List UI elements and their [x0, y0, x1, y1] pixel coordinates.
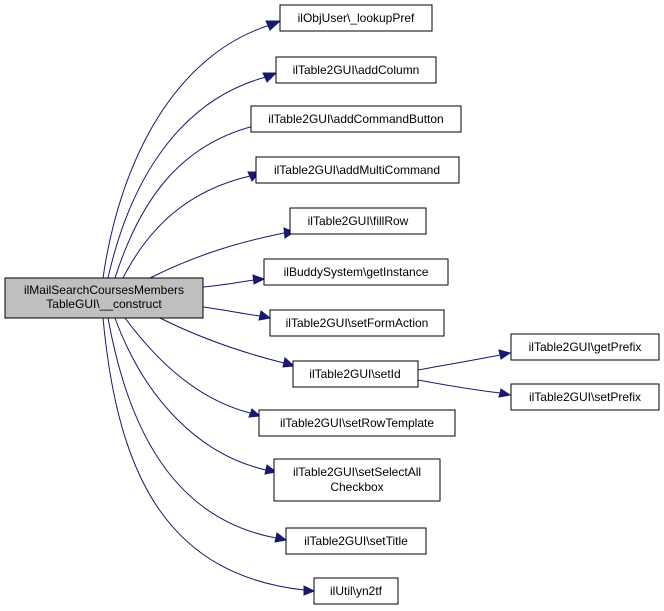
edge-root-addcolumn-arrow: [262, 72, 278, 83]
edge-root-lookuppref-arrow: [265, 20, 282, 31]
edge-root-setrowtemplate-arrow: [248, 408, 262, 418]
node-settitle-label: ilTable2GUI\setTitle: [304, 534, 408, 548]
edge-root-addmulticommand: [122, 175, 251, 279]
node-fillrow-label: ilTable2GUI\fillRow: [308, 214, 409, 228]
node-addmulticommand[interactable]: ilTable2GUI\addMultiCommand: [255, 156, 460, 184]
node-addcolumn-label: ilTable2GUI\addColumn: [293, 63, 420, 77]
edge-root-lookuppref: [102, 24, 271, 279]
edge-root-settitle: [107, 317, 277, 539]
node-yn2tf-label: ilUtil\yn2tf: [330, 584, 383, 598]
node-setformaction-label: ilTable2GUI\setFormAction: [286, 316, 429, 330]
edge-root-getinstance-arrow: [252, 274, 266, 285]
edge-setid-setprefix-arrow: [498, 388, 512, 398]
edge-root-setselectall-arrow: [264, 464, 278, 475]
edge-root-setformaction: [202, 306, 261, 317]
node-getinstance-label: ilBuddySystem\getInstance: [284, 265, 429, 279]
edge-setid-getprefix: [417, 354, 501, 371]
node-setrowtemplate-label: ilTable2GUI\setRowTemplate: [280, 416, 434, 430]
node-setselectall-label-line2: Checkbox: [330, 480, 383, 494]
node-lookuppref[interactable]: ilObjUser\_lookupPref: [279, 4, 433, 32]
node-addcommandbutton[interactable]: ilTable2GUI\addCommandButton: [250, 105, 462, 133]
node-addcolumn[interactable]: ilTable2GUI\addColumn: [275, 56, 437, 84]
edge-root-fillrow-arrow: [283, 227, 296, 239]
edge-root-setid-arrow: [282, 357, 296, 368]
node-getinstance[interactable]: ilBuddySystem\getInstance: [263, 258, 449, 286]
node-setselectall-label-line1: ilTable2GUI\setSelectAll: [293, 465, 421, 479]
root-node[interactable]: ilMailSearchCoursesMembers TableGUI\__co…: [4, 277, 204, 319]
root-node-label-line1: ilMailSearchCoursesMembers: [24, 283, 184, 297]
edge-setid-getprefix-arrow: [498, 349, 512, 360]
edge-setid-setprefix: [417, 379, 501, 394]
node-settitle[interactable]: ilTable2GUI\setTitle: [285, 527, 427, 555]
node-addcommandbutton-label: ilTable2GUI\addCommandButton: [268, 112, 443, 126]
node-setprefix[interactable]: ilTable2GUI\setPrefix: [510, 383, 660, 411]
edge-root-getinstance: [202, 279, 255, 288]
edge-root-yn2tf: [102, 317, 305, 591]
node-setselectall[interactable]: ilTable2GUI\setSelectAll Checkbox: [273, 458, 441, 502]
edge-root-yn2tf-arrow: [303, 585, 316, 596]
edge-root-setselectall: [114, 317, 267, 471]
edge-root-addcommandbutton: [114, 125, 255, 279]
node-yn2tf[interactable]: ilUtil\yn2tf: [313, 577, 399, 605]
node-setformaction[interactable]: ilTable2GUI\setFormAction: [269, 309, 445, 337]
node-setrowtemplate[interactable]: ilTable2GUI\setRowTemplate: [258, 409, 456, 437]
node-getprefix[interactable]: ilTable2GUI\getPrefix: [510, 333, 660, 361]
edge-root-setid: [159, 317, 285, 364]
node-addmulticommand-label: ilTable2GUI\addMultiCommand: [274, 163, 440, 177]
node-lookuppref-label: ilObjUser\_lookupPref: [298, 11, 415, 25]
edge-root-addcolumn: [107, 76, 267, 279]
edge-root-settitle-arrow: [274, 532, 288, 543]
edge-root-setrowtemplate: [124, 317, 251, 414]
node-getprefix-label: ilTable2GUI\getPrefix: [529, 340, 642, 354]
edge-root-fillrow: [149, 232, 285, 279]
node-setid-label: ilTable2GUI\setId: [309, 367, 400, 381]
node-setprefix-label: ilTable2GUI\setPrefix: [529, 390, 641, 404]
root-node-label-line2: TableGUI\__construct: [46, 297, 162, 311]
edge-root-setformaction-arrow: [258, 310, 272, 321]
node-setid[interactable]: ilTable2GUI\setId: [292, 360, 419, 388]
node-fillrow[interactable]: ilTable2GUI\fillRow: [289, 207, 427, 235]
